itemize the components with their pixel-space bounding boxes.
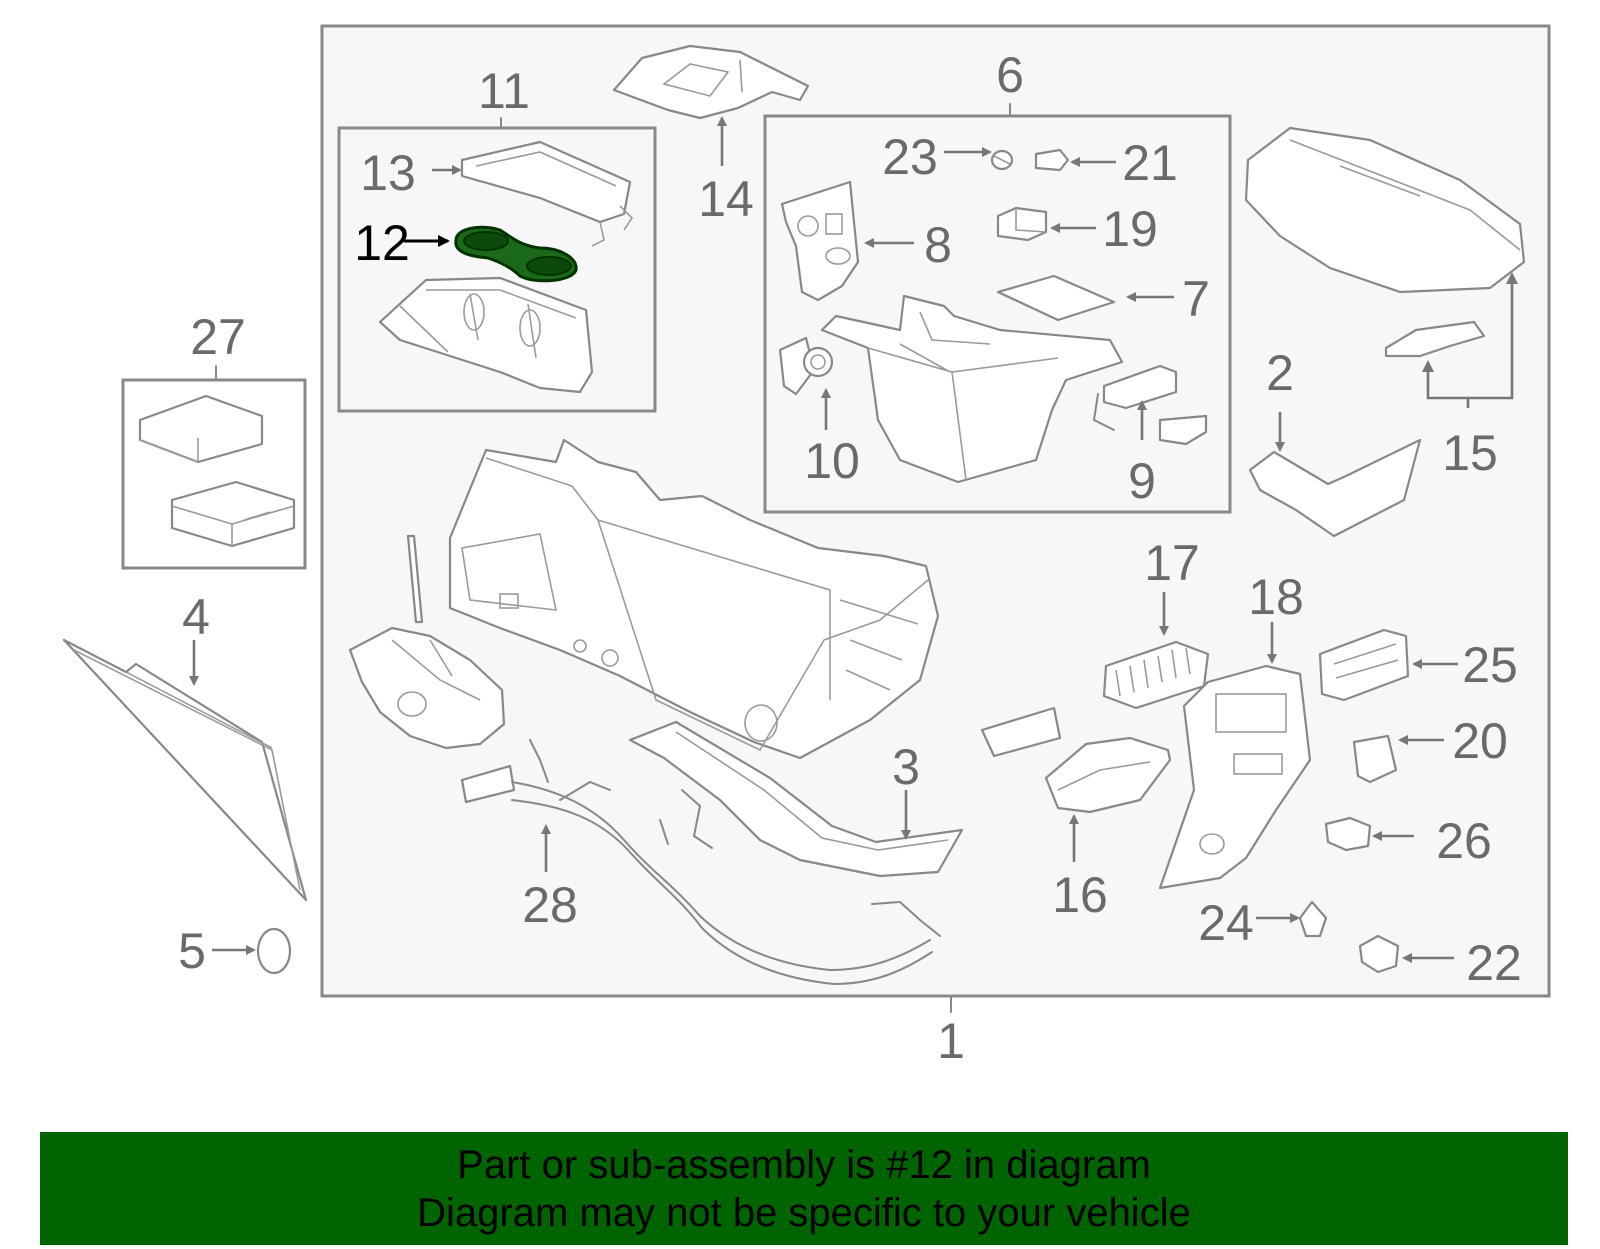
callout-19: 19 xyxy=(1102,201,1158,257)
part-4-side-panel[interactable] xyxy=(62,638,308,902)
callout-23: 23 xyxy=(882,129,938,185)
leader-arrows xyxy=(189,116,1518,963)
shifter-assembly[interactable] xyxy=(348,534,506,750)
callout-1: 1 xyxy=(937,1013,965,1069)
callout-25: 25 xyxy=(1462,637,1518,693)
callout-5: 5 xyxy=(178,923,206,979)
part-23-clip[interactable] xyxy=(990,149,1014,171)
part-24-clip[interactable] xyxy=(1298,900,1328,938)
callout-6: 6 xyxy=(996,47,1024,103)
callout-11: 11 xyxy=(478,63,530,119)
banner-line-1: Part or sub-assembly is #12 in diagram xyxy=(457,1142,1151,1187)
callout-10: 10 xyxy=(804,433,860,489)
banner-line-2: Diagram may not be specific to your vehi… xyxy=(417,1190,1191,1235)
subassembly-box-11 xyxy=(337,126,657,413)
callout-20: 20 xyxy=(1452,713,1508,769)
part-21-fastener[interactable] xyxy=(1034,148,1070,172)
callout-16: 16 xyxy=(1052,867,1108,923)
part-18-rear-panel[interactable] xyxy=(1158,664,1312,890)
part-7-mat[interactable] xyxy=(996,274,1116,322)
part-11-tray-shape[interactable] xyxy=(378,276,594,394)
callout-13: 13 xyxy=(360,145,416,201)
callout-26: 26 xyxy=(1436,813,1492,869)
part-28-wiring-harness[interactable] xyxy=(460,739,941,985)
callout-7: 7 xyxy=(1182,271,1210,327)
callout-2: 2 xyxy=(1266,345,1294,401)
callout-8: 8 xyxy=(924,217,952,273)
subassembly-box-27 xyxy=(121,378,307,570)
callout-14: 14 xyxy=(698,171,754,227)
part-22-fastener[interactable] xyxy=(1358,934,1400,974)
part-26-socket[interactable] xyxy=(1324,816,1372,852)
callout-28: 28 xyxy=(522,877,578,933)
callout-17: 17 xyxy=(1144,535,1200,591)
part-15-bracket[interactable] xyxy=(1384,320,1486,358)
callout-27: 27 xyxy=(190,309,246,365)
part-2-trim[interactable] xyxy=(1248,438,1422,538)
part-3-trim-strip[interactable] xyxy=(628,720,964,878)
part-1-console-body[interactable] xyxy=(448,438,940,760)
part-6-storage-bin[interactable] xyxy=(820,294,1124,484)
part-14-shape[interactable] xyxy=(612,44,810,120)
part-19-switch[interactable] xyxy=(996,206,1048,242)
callout-21: 21 xyxy=(1122,135,1178,191)
callout-9: 9 xyxy=(1128,453,1156,509)
part-10-power-outlet[interactable] xyxy=(778,336,834,396)
part-16-pocket[interactable] xyxy=(980,706,1172,814)
subassembly-box-6 xyxy=(763,114,1232,514)
callout-3: 3 xyxy=(892,739,920,795)
callout-18: 18 xyxy=(1248,569,1304,625)
part-8-bezel[interactable] xyxy=(780,180,860,302)
callout-24: 24 xyxy=(1198,895,1254,951)
part-13-shape[interactable] xyxy=(460,140,634,247)
part-9-usb-module[interactable] xyxy=(1093,364,1208,446)
callout-22: 22 xyxy=(1466,935,1522,991)
part-27-modules[interactable] xyxy=(138,394,296,548)
part-25-control[interactable] xyxy=(1318,628,1410,702)
part-5-clip[interactable] xyxy=(256,927,292,975)
part-20-switch[interactable] xyxy=(1352,734,1398,784)
callout-15: 15 xyxy=(1442,425,1498,481)
armrest-lid[interactable] xyxy=(1244,126,1526,294)
callout-4: 4 xyxy=(182,589,210,645)
part-12-cupholder-insert[interactable] xyxy=(454,225,578,283)
info-banner: Part or sub-assembly is #12 in diagram D… xyxy=(40,1132,1568,1245)
callout-12: 12 xyxy=(354,215,410,271)
